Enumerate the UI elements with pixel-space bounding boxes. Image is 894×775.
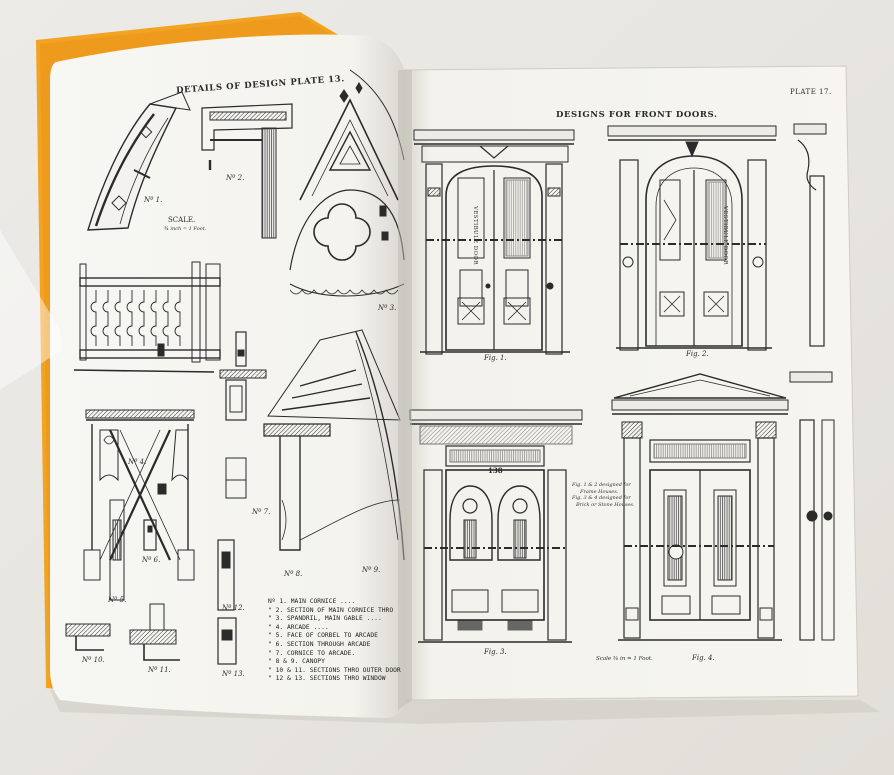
legend-item: " 8 & 9. CANOPY (268, 658, 325, 666)
note-line: Frame Houses. (580, 488, 619, 495)
right-page-header: DESIGNS FOR FRONT DOORS. (556, 110, 718, 120)
legend-item: " 6. SECTION THROUGH ARCADE (268, 640, 371, 648)
note-line: Fig. 3 & 4 designed for (572, 495, 631, 502)
figure-label-2: Nº 2. (226, 174, 245, 182)
door-fig-label-4: Fig. 4. (692, 654, 715, 662)
door-fig-3 (409, 409, 583, 643)
figure-label-11: Nº 11. (148, 666, 171, 674)
note-line: Fig. 1 & 2 designed for (572, 482, 631, 488)
figure-label-13: Nº 13. (222, 670, 245, 678)
scale-sub-label: ¾ inch = 1 Foot. (164, 226, 207, 232)
legend-item: " 10 & 11. SECTIONS THRO OUTER DOOR (268, 666, 401, 674)
figure-label-7: Nº 7. (252, 508, 271, 516)
door-inscription-1: VESTIBULE DOOR (472, 206, 478, 265)
right-page (403, 65, 859, 701)
figure-label-9: Nº 9. (362, 566, 381, 574)
figure-label-5: Nº 5. (108, 596, 127, 604)
door-fig-1 (413, 129, 575, 355)
transom-number: 138 (488, 466, 503, 475)
door-fig-2 (607, 125, 777, 351)
figure-label-4: Nº 4. (128, 458, 147, 466)
door-fig-label-1: Fig. 1. (484, 354, 507, 362)
legend-item: " 5. FACE OF CORBEL TO ARCADE (268, 632, 378, 640)
door-fig-4 (611, 373, 789, 641)
scale-label: SCALE. (168, 216, 196, 224)
door-fig-label-3: Fig. 3. (484, 648, 507, 656)
legend-item: " 12 & 13. SECTIONS THRO WINDOW (268, 675, 386, 683)
door-fig-label-2: Fig. 2. (686, 350, 709, 358)
figure-label-1: Nº 1. (144, 196, 163, 204)
scale-note: Scale ⅜ in = 1 Foot. (596, 656, 653, 662)
design-note: Fig. 1 & 2 designed for Frame Houses. Fi… (572, 482, 635, 508)
figure-label-8: Nº 8. (284, 570, 303, 578)
figure-label-3: Nº 3. (378, 304, 397, 312)
right-page-drawings (409, 123, 835, 643)
legend-item: " 2. SECTION OF MAIN CORNICE THRO (268, 606, 394, 614)
legend-list: Nº 1. MAIN CORNICE .... " 2. SECTION OF … (268, 598, 410, 684)
note-line: Brick or Stone Houses. (576, 501, 635, 508)
door-inscription-2: VESTIBULE DOOR (722, 206, 728, 265)
figure-label-6: Nº 6. (142, 556, 161, 564)
plate-number: PLATE 17. (790, 88, 832, 96)
legend-item: " 4. ARCADE .... (268, 623, 329, 631)
figure-label-10: Nº 10. (82, 656, 105, 664)
legend-item: " 7. CORNICE TO ARCADE. (268, 649, 356, 657)
figure-label-12: Nº 12. (222, 604, 245, 612)
legend-item: Nº 1. MAIN CORNICE .... (268, 598, 356, 605)
left-page-drawings (65, 69, 405, 665)
legend-item: " 3. SPANDRIL, MAIN GABLE .... (268, 615, 382, 623)
